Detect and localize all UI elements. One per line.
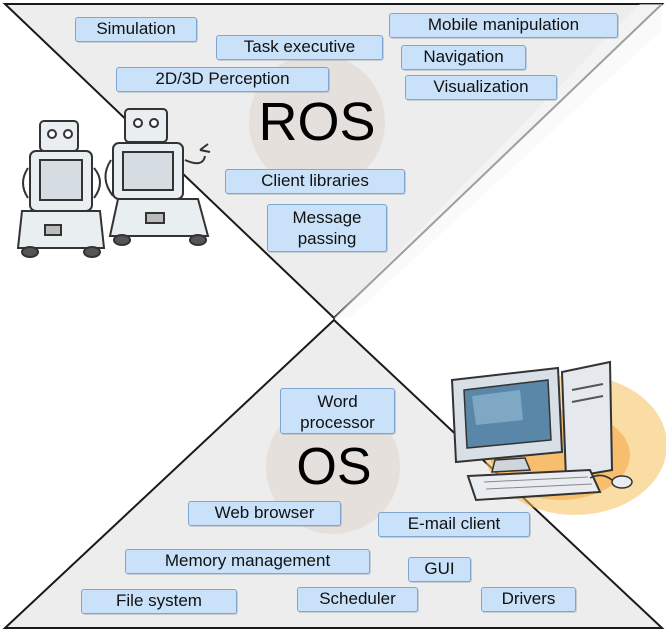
tag-mobile-manipulation: Mobile manipulation bbox=[389, 13, 618, 38]
tag-memory-management: Memory management bbox=[125, 549, 370, 574]
ros-title: ROS bbox=[258, 92, 376, 152]
tag-email-client: E-mail client bbox=[378, 512, 530, 537]
tag-file-system: File system bbox=[81, 589, 237, 614]
tag-word-processor: Word processor bbox=[280, 388, 395, 434]
tag-web-browser: Web browser bbox=[188, 501, 341, 526]
tag-scheduler: Scheduler bbox=[297, 587, 418, 612]
tag-message-passing: Message passing bbox=[267, 204, 387, 252]
tag-gui: GUI bbox=[408, 557, 471, 582]
computer-icon bbox=[450, 360, 666, 515]
tag-visualization: Visualization bbox=[405, 75, 557, 100]
robot-icon bbox=[16, 108, 211, 258]
tag-client-libraries: Client libraries bbox=[225, 169, 405, 194]
tag-task-executive: Task executive bbox=[216, 35, 383, 60]
os-title: OS bbox=[296, 438, 372, 496]
ros-triangle-edge-shade bbox=[334, 4, 662, 318]
tag-drivers: Drivers bbox=[481, 587, 576, 612]
tag-2d-3d-perception: 2D/3D Perception bbox=[116, 67, 329, 92]
tag-simulation: Simulation bbox=[75, 17, 197, 42]
tag-navigation: Navigation bbox=[401, 45, 526, 70]
